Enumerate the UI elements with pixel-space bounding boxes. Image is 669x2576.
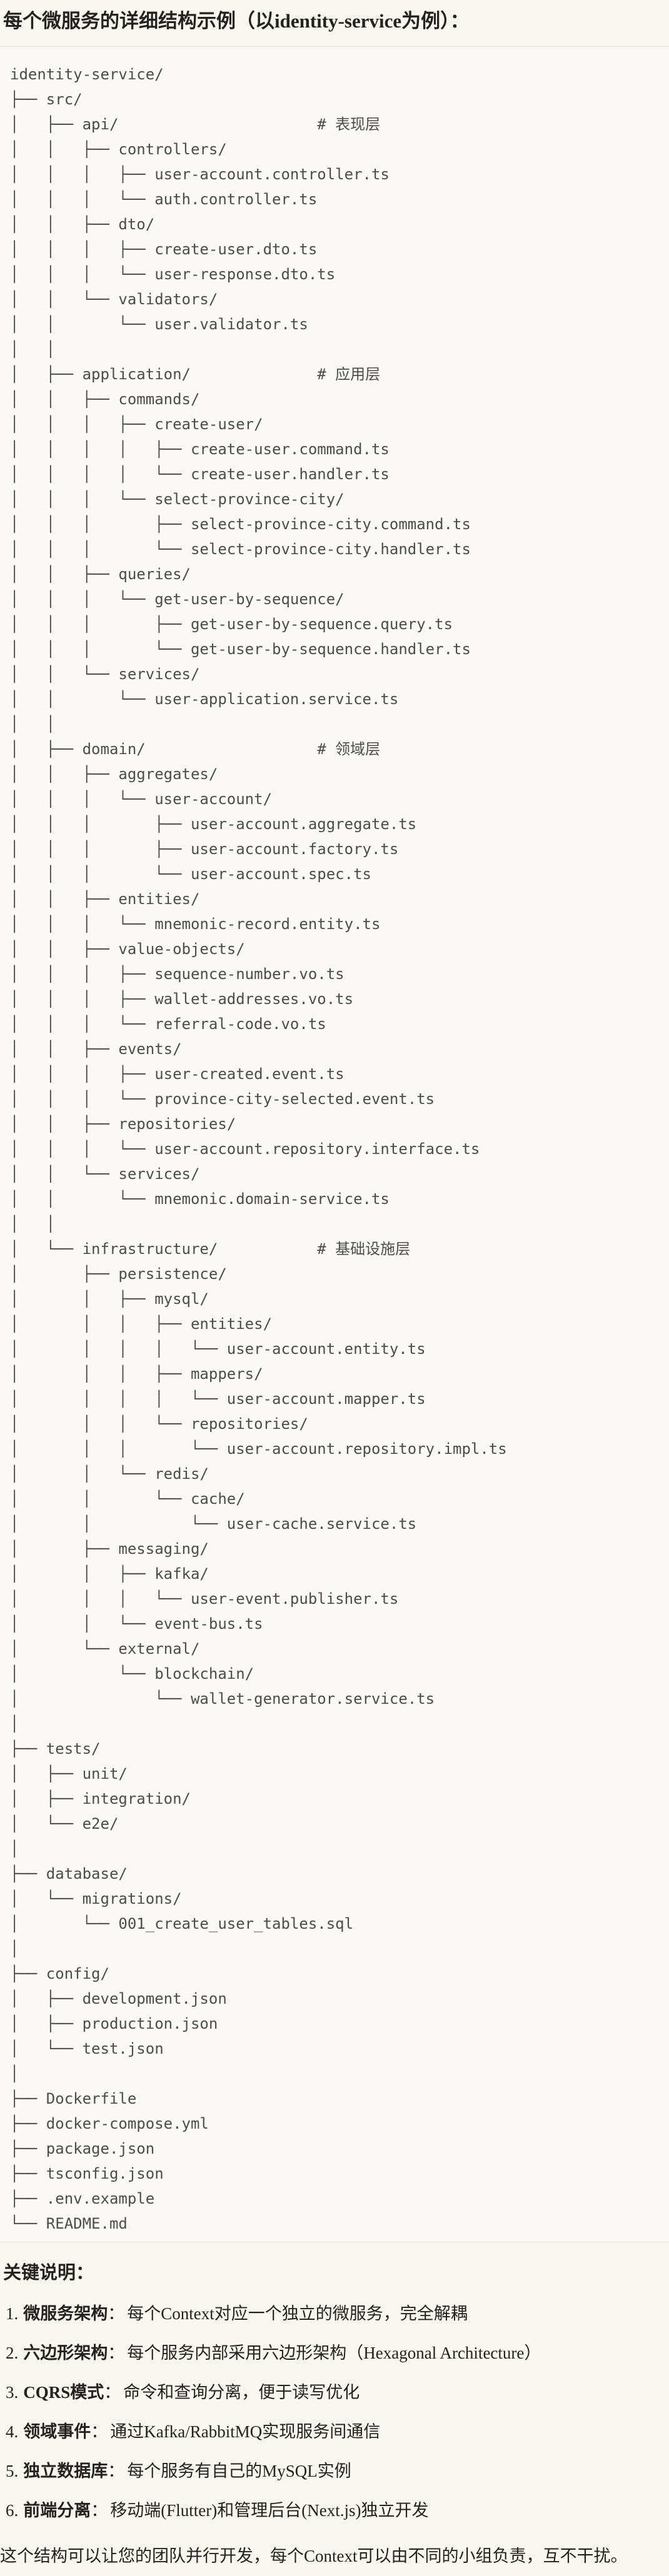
note-item-frontend-separation: 6.前端分离：移动端(Flutter)和管理后台(Next.js)独立开发 [6, 2498, 669, 2523]
note-number: 3. [6, 2383, 19, 2402]
note-description: 每个Context对应一个独立的微服务，完全解耦 [127, 2304, 468, 2323]
note-term: 前端分离 [23, 2501, 91, 2520]
note-item-hexagonal: 2.六边形架构：每个服务内部采用六边形架构（Hexagonal Architec… [6, 2340, 669, 2365]
note-number: 1. [6, 2304, 19, 2323]
note-separator: ： [108, 2344, 125, 2362]
code-block-directory-tree: identity-service/ ├── src/ │ ├── api/ # … [0, 46, 669, 2242]
note-item-microservices: 1.微服务架构：每个Context对应一个独立的微服务，完全解耦 [6, 2301, 669, 2326]
note-description: 通过Kafka/RabbitMQ实现服务间通信 [110, 2422, 381, 2441]
note-number: 2. [6, 2344, 19, 2362]
note-number: 4. [6, 2422, 19, 2441]
closing-paragraph: 这个结构可以让您的团队并行开发，每个Context可以由不同的小组负责，互不干扰… [0, 2547, 628, 2565]
note-separator: ： [108, 2462, 125, 2480]
notes-heading: 关键说明： [3, 2263, 94, 2283]
note-item-cqrs: 3.CQRS模式：命令和查询分离，便于读写优化 [6, 2380, 669, 2405]
note-separator: ： [104, 2383, 121, 2402]
note-number: 6. [6, 2501, 19, 2520]
note-separator: ： [91, 2422, 108, 2441]
note-term: 六边形架构 [23, 2344, 108, 2362]
note-description: 每个服务有自己的MySQL实例 [127, 2462, 351, 2480]
note-number: 5. [6, 2462, 19, 2480]
note-separator: ： [108, 2304, 125, 2323]
note-term: CQRS模式 [23, 2383, 104, 2402]
note-description: 移动端(Flutter)和管理后台(Next.js)独立开发 [110, 2501, 429, 2520]
note-item-independent-db: 5.独立数据库：每个服务有自己的MySQL实例 [6, 2459, 669, 2484]
directory-tree: identity-service/ ├── src/ │ ├── api/ # … [10, 66, 507, 2232]
note-item-domain-events: 4.领域事件：通过Kafka/RabbitMQ实现服务间通信 [6, 2419, 669, 2444]
note-separator: ： [91, 2501, 108, 2520]
notes-list: 1.微服务架构：每个Context对应一个独立的微服务，完全解耦 2.六边形架构… [0, 2301, 669, 2523]
note-description: 每个服务内部采用六边形架构（Hexagonal Architecture） [127, 2344, 541, 2362]
page-title: 每个微服务的详细结构示例（以identity-service为例）： [3, 10, 470, 32]
document: 每个微服务的详细结构示例（以identity-service为例）： ident… [0, 8, 669, 2569]
key-notes-section: 关键说明： 1.微服务架构：每个Context对应一个独立的微服务，完全解耦 2… [0, 2260, 669, 2569]
note-description: 命令和查询分离，便于读写优化 [123, 2383, 360, 2402]
note-term: 领域事件 [23, 2422, 91, 2441]
note-term: 微服务架构 [23, 2304, 108, 2323]
note-term: 独立数据库 [23, 2462, 108, 2480]
